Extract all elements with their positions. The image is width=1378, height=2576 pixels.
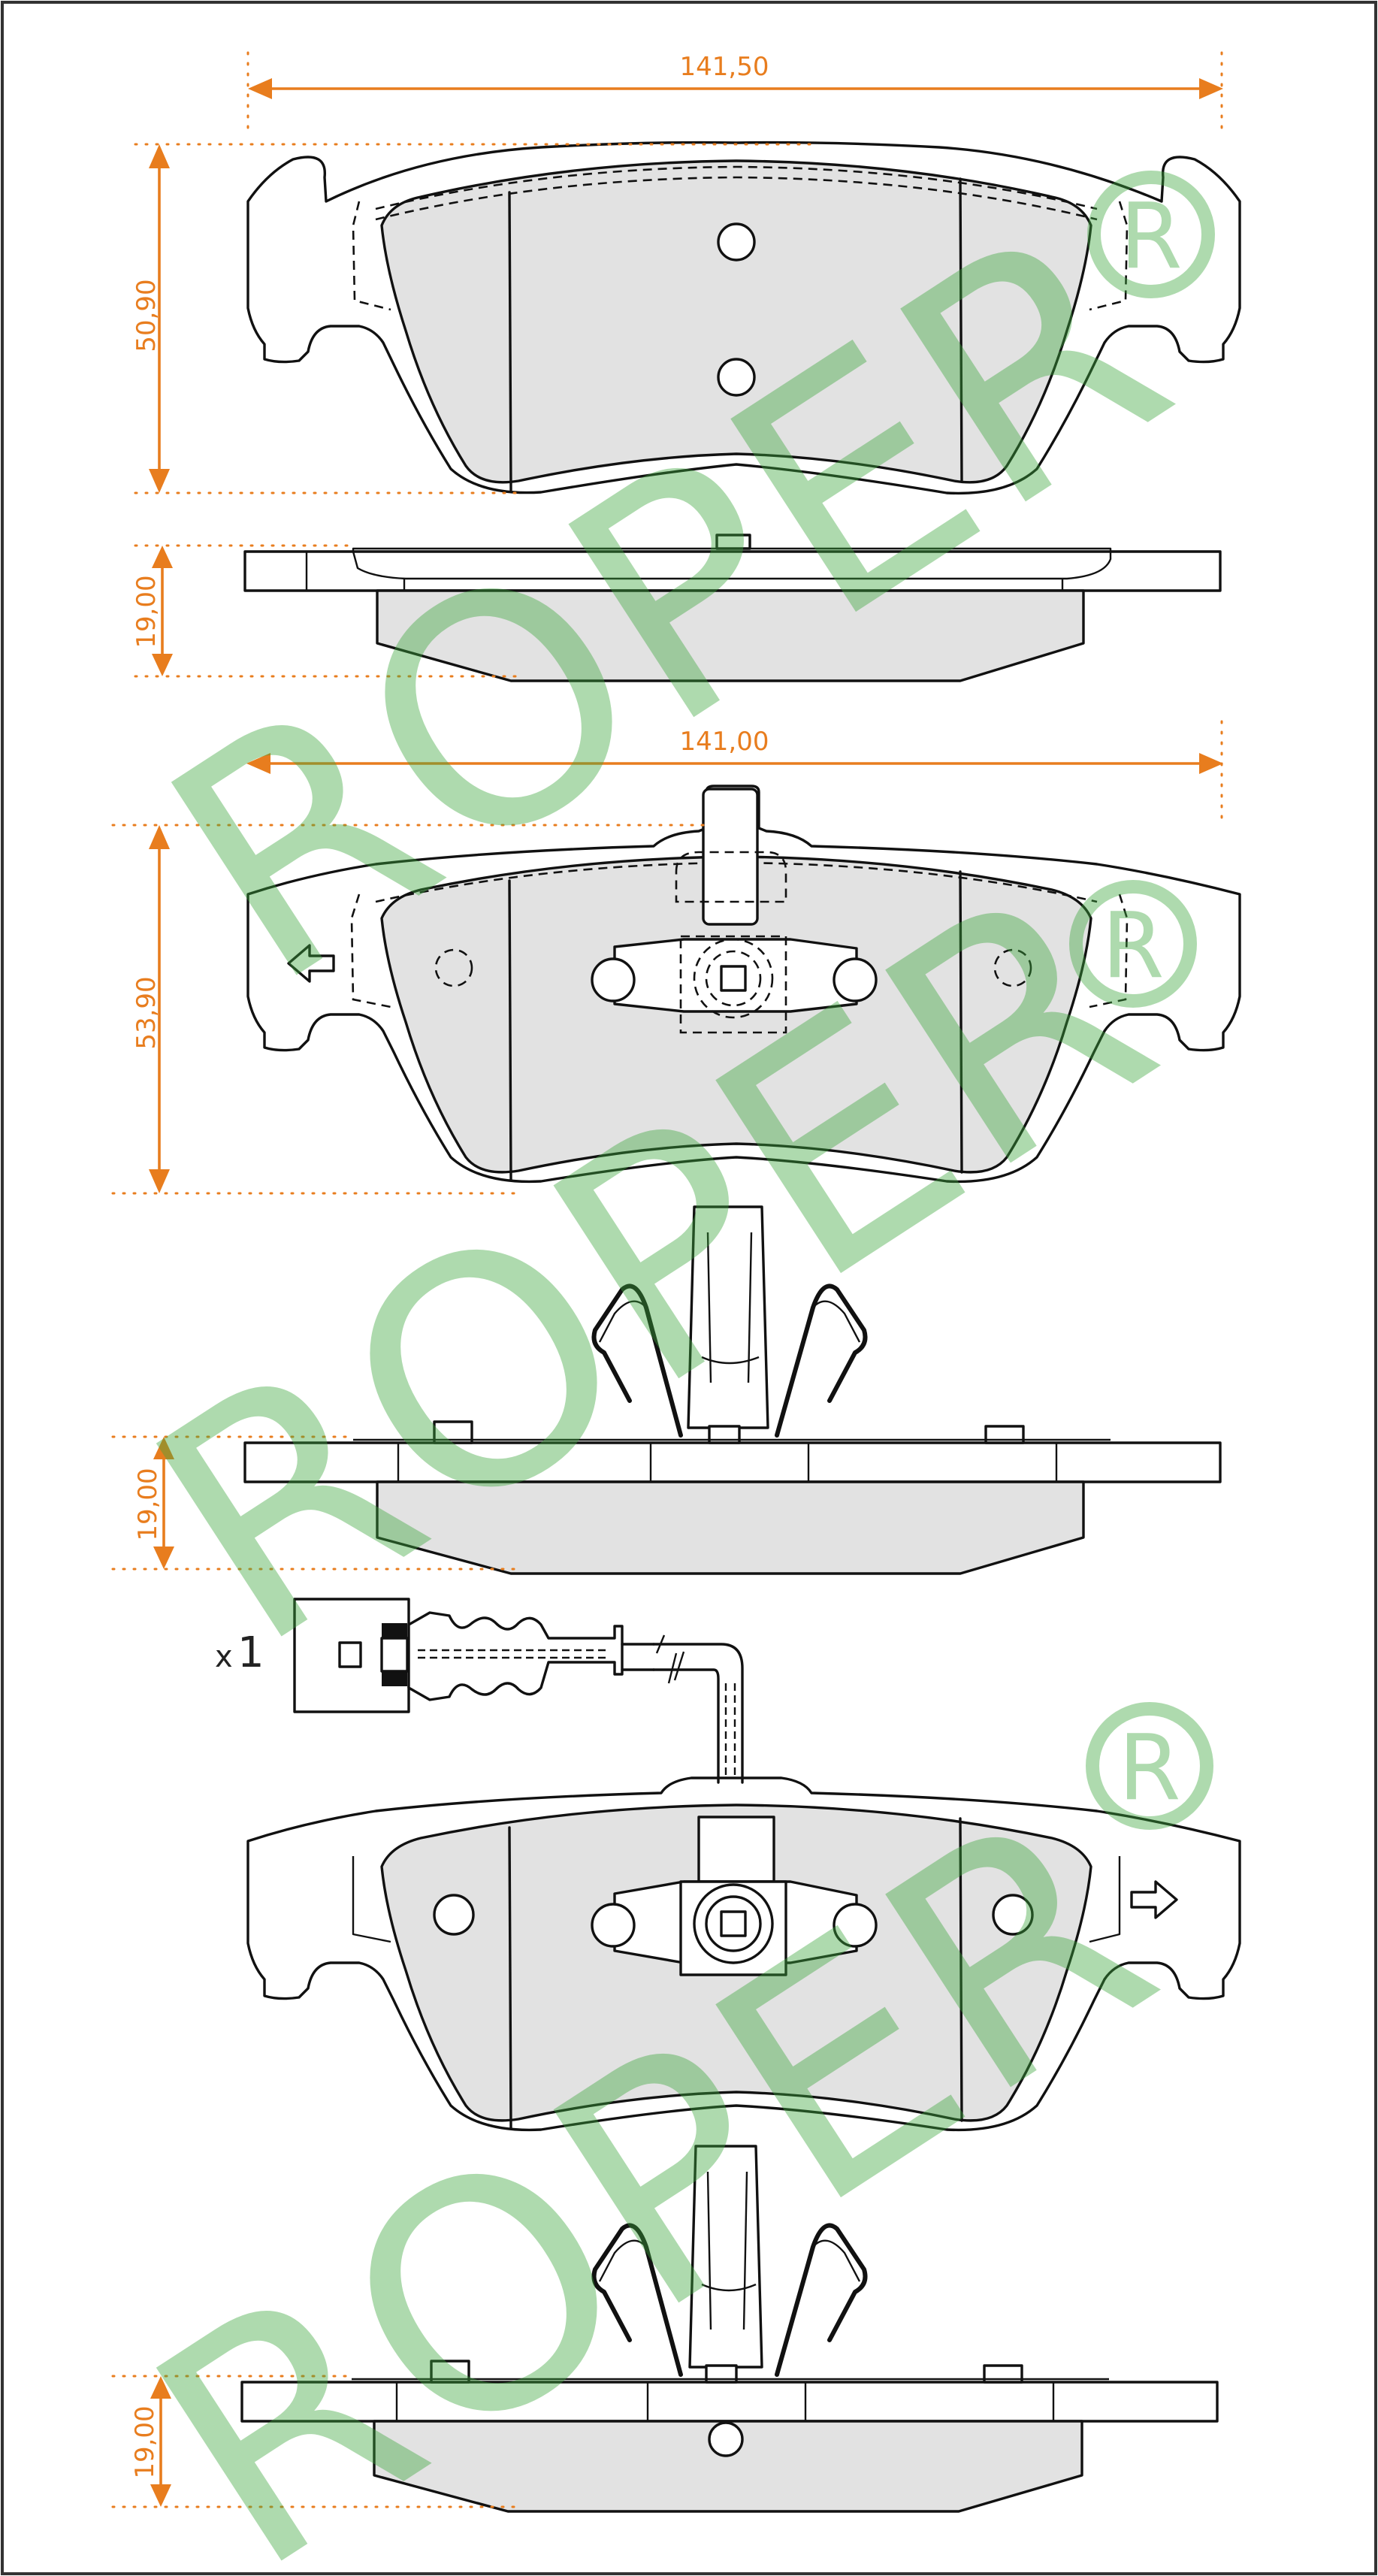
pad-1-hole-top	[717, 222, 756, 262]
dim-view1-thickness: 19,00	[131, 544, 520, 678]
dim-view1-height: 50,90	[131, 143, 820, 494]
registered-mark-icon	[1086, 1702, 1213, 1830]
dim-label: 50,90	[131, 279, 162, 352]
pad-1-hidden-outline	[352, 165, 1129, 311]
direction-arrow-left-icon	[287, 944, 335, 983]
pad-1-slot-right	[959, 177, 963, 482]
pad-view-2	[246, 785, 1241, 1184]
side-1-backing	[243, 550, 1222, 592]
side-view-1	[243, 534, 1222, 682]
pad-1-hole-bottom	[717, 358, 756, 397]
registered-mark-icon	[1069, 880, 1197, 1008]
dim-view2-width: 141,00	[246, 720, 1223, 825]
registered-mark-icon	[1087, 171, 1215, 298]
dim-label: 19,00	[131, 575, 162, 648]
sensor-quantity: 1	[237, 1628, 264, 1677]
direction-arrow-right-icon	[1130, 1880, 1178, 1919]
backing-plate-1	[246, 141, 1241, 495]
pad-view-3	[246, 1776, 1241, 2132]
side-view-2	[243, 1205, 1222, 1575]
registered-mark-letter: R	[1101, 894, 1164, 999]
dim-view1-width: 141,50	[246, 51, 1223, 137]
wear-sensor: x 1	[215, 1598, 744, 1784]
side-view-3	[240, 2145, 1219, 2513]
sensor-grommet	[407, 1611, 624, 1701]
clip-tab	[702, 788, 759, 926]
dim-label: 53,90	[131, 976, 162, 1049]
dim-label: 19,00	[130, 2405, 160, 2478]
pad-view-1	[246, 141, 1241, 495]
friction-pad-1	[380, 159, 1092, 484]
dim-label: 141,00	[680, 727, 769, 757]
dim-view2-height: 53,90	[111, 824, 708, 1195]
registered-mark-letter: R	[1120, 185, 1182, 289]
registered-mark-letter: R	[1118, 1716, 1180, 1821]
backing-plate-3	[246, 1776, 1241, 2132]
side-1-friction	[376, 589, 1085, 682]
dim-label: 19,00	[133, 1468, 163, 1540]
dim-label: 141,50	[680, 52, 769, 82]
sensor-quantity-prefix: x	[215, 1640, 233, 1674]
pad-1-slot-left	[508, 191, 512, 491]
dim-view2-thickness: 19,00	[111, 1435, 520, 1571]
dim-view3-thickness: 19,00	[111, 2375, 520, 2508]
sensor-housing	[697, 1816, 775, 1883]
